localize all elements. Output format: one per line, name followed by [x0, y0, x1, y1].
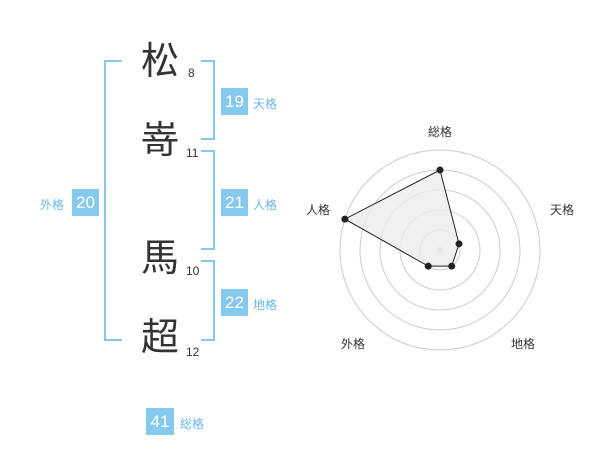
radar-axis-label-gaikaku: 外格: [341, 337, 366, 351]
jinkaku-label: 人格: [253, 198, 278, 212]
radar-point-2: [455, 240, 463, 248]
gaikaku-label: 外格: [40, 198, 65, 212]
radar-point-1: [436, 166, 444, 174]
radar-center-dot: [437, 247, 443, 253]
stroke-count-1: 8: [188, 66, 195, 80]
radar-grid-ring: [399, 209, 481, 291]
tenkaku-label: 天格: [253, 97, 278, 111]
jinkaku-bracket: [201, 150, 215, 250]
radar-axis-label-jinkaku: 人格: [306, 203, 331, 217]
stroke-count-2: 11: [186, 146, 199, 160]
radar-axis-label-tenkaku: 天格: [550, 203, 575, 217]
name-char-4: 超: [141, 315, 180, 359]
radar-axis-label-soukaku: 総格: [428, 125, 453, 139]
stroke-count-4: 12: [186, 345, 200, 359]
radar-point-5: [341, 215, 349, 223]
jinkaku-value: 21: [221, 189, 248, 216]
gaikaku-bracket: [104, 60, 122, 341]
chikaku-value: 22: [221, 289, 248, 316]
radar-series-area: [343, 169, 460, 267]
name-char-1: 松: [141, 39, 180, 83]
radar-grid-ring: [379, 189, 501, 311]
radar-point-4: [424, 262, 432, 270]
chikaku-label: 地格: [253, 298, 278, 312]
soukaku-label: 総格: [180, 417, 205, 431]
radar-grid-ring: [339, 149, 541, 351]
soukaku-value: 41: [146, 408, 174, 435]
stroke-count-3: 10: [186, 264, 200, 278]
radar-point-3: [448, 262, 456, 270]
name-char-2: 嵜: [141, 118, 180, 162]
chikaku-bracket: [201, 260, 215, 341]
radar-grid-ring: [359, 169, 521, 331]
tenkaku-value: 19: [221, 88, 248, 115]
name-char-3: 馬: [141, 236, 180, 280]
radar-axis-label-chikaku: 地格: [511, 337, 536, 351]
tenkaku-bracket: [201, 60, 215, 140]
gaikaku-value: 20: [72, 189, 99, 216]
radar-grid-ring: [419, 229, 461, 271]
